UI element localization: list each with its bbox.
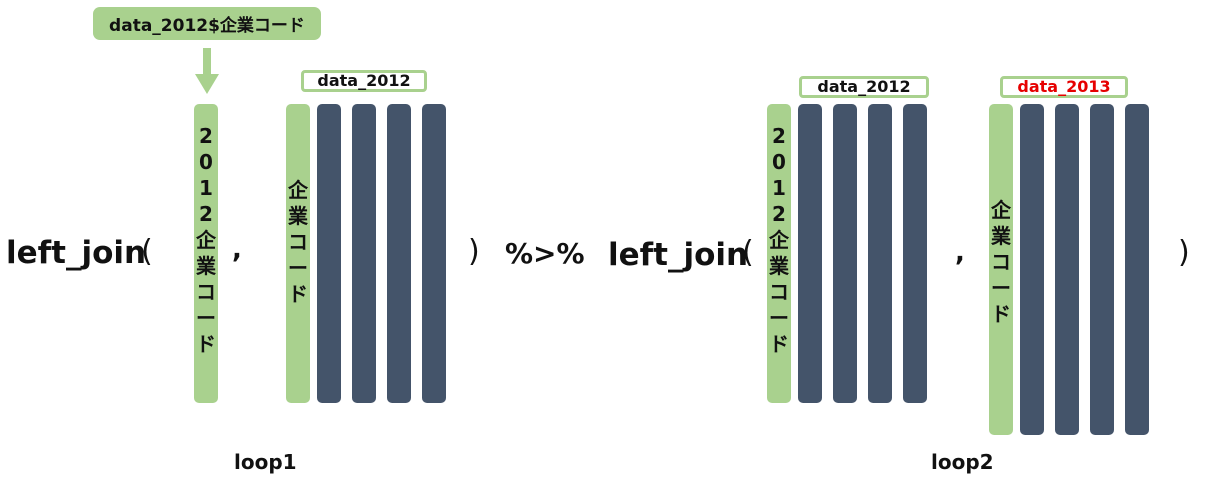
close-paren-1: ) bbox=[468, 234, 480, 269]
key-char: ド bbox=[769, 332, 789, 356]
key-char: 企 bbox=[196, 228, 216, 252]
key-char: ー bbox=[288, 256, 308, 280]
comma-2: , bbox=[955, 238, 965, 268]
table-column-4 bbox=[422, 104, 446, 403]
right-column-4 bbox=[1125, 104, 1149, 435]
left-column-4 bbox=[903, 104, 927, 403]
key-char: 2 bbox=[772, 202, 786, 226]
key-char: 0 bbox=[199, 150, 213, 174]
key-char: 1 bbox=[772, 176, 786, 200]
key-char: ド bbox=[196, 332, 216, 356]
table-column-3 bbox=[387, 104, 411, 403]
open-paren-1: ( bbox=[141, 234, 153, 269]
key-char: 業 bbox=[769, 254, 789, 278]
key-char: 企 bbox=[991, 198, 1011, 222]
left-column-3 bbox=[868, 104, 892, 403]
key-char: 2 bbox=[199, 202, 213, 226]
table-label-data-2012-loop2: data_2012 bbox=[799, 76, 929, 98]
key-char: 企 bbox=[288, 178, 308, 202]
loop1-caption: loop1 bbox=[234, 450, 297, 474]
key-char: 業 bbox=[288, 204, 308, 228]
key-char: ー bbox=[991, 276, 1011, 300]
function-name-left-join-2: left_join bbox=[608, 237, 749, 273]
callout-data-2012-key: data_2012$企業コード bbox=[93, 7, 321, 40]
loop2-caption: loop2 bbox=[931, 450, 994, 474]
key-char: 2 bbox=[199, 124, 213, 148]
left-column-1 bbox=[798, 104, 822, 403]
right-column-1 bbox=[1020, 104, 1044, 435]
right-column-2 bbox=[1055, 104, 1079, 435]
left-column-2 bbox=[833, 104, 857, 403]
key-char: コ bbox=[288, 230, 308, 254]
close-paren-2: ) bbox=[1178, 235, 1190, 270]
key-char: 業 bbox=[991, 224, 1011, 248]
key-char: ド bbox=[991, 302, 1011, 326]
table-column-2 bbox=[352, 104, 376, 403]
right-key-column-loop2: 企業コード bbox=[989, 104, 1013, 435]
table-label-data-2012-loop1: data_2012 bbox=[301, 70, 427, 92]
pipe-operator: %>% bbox=[505, 237, 585, 270]
function-name-left-join-1: left_join bbox=[6, 235, 147, 271]
right-column-3 bbox=[1090, 104, 1114, 435]
key-char: コ bbox=[769, 280, 789, 304]
comma-1: , bbox=[232, 235, 242, 265]
right-key-column-text: 企業コード bbox=[989, 200, 1013, 330]
key-char: 0 bbox=[772, 150, 786, 174]
key-char: コ bbox=[991, 250, 1011, 274]
key-char: コ bbox=[196, 280, 216, 304]
key-char: 企 bbox=[769, 228, 789, 252]
key-char: ー bbox=[769, 306, 789, 330]
open-paren-2: ( bbox=[742, 235, 754, 270]
key-char: ド bbox=[288, 282, 308, 306]
key-char: 2 bbox=[772, 124, 786, 148]
key-char: ー bbox=[196, 306, 216, 330]
arrow-down-icon bbox=[195, 48, 219, 94]
key-char: 業 bbox=[196, 254, 216, 278]
table-key-column-text: 企業コード bbox=[286, 180, 310, 310]
table-key-column-loop1: 企業コード bbox=[286, 104, 310, 403]
table-label-data-2013: data_2013 bbox=[1000, 76, 1128, 98]
table-column-1 bbox=[317, 104, 341, 403]
key-char: 1 bbox=[199, 176, 213, 200]
